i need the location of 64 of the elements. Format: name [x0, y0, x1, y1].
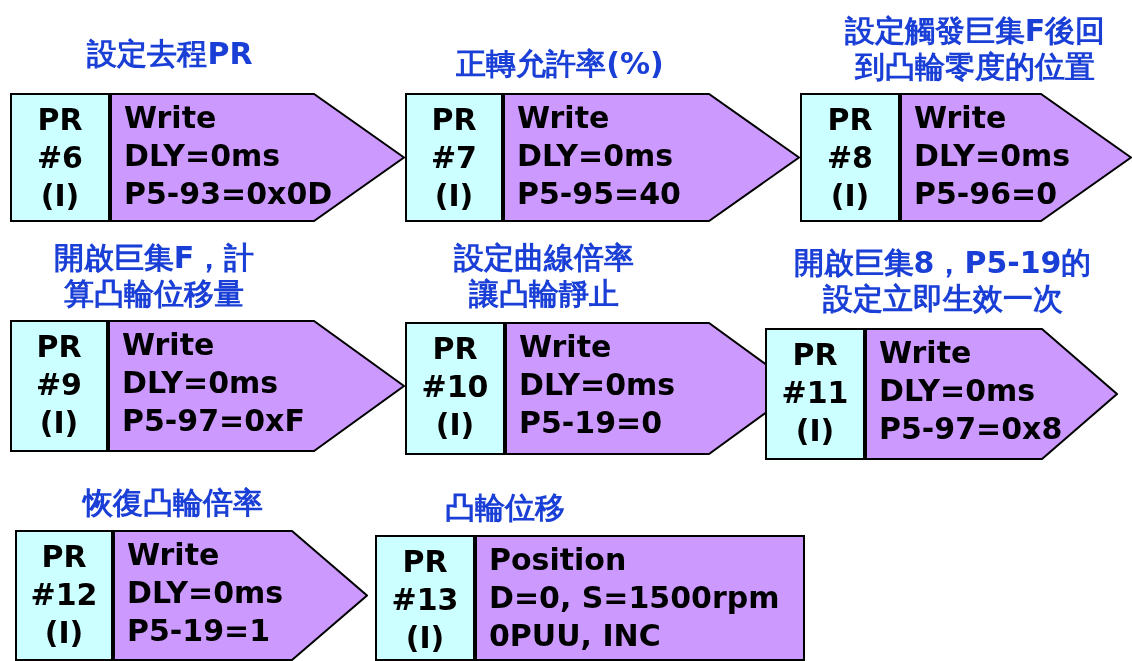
command-text: P5-96=0 [914, 175, 1058, 213]
command-text: DLY=0ms [914, 137, 1071, 175]
command-text: Write [127, 536, 220, 574]
step-number-text: PR [432, 330, 478, 368]
command-text: Write [519, 328, 612, 366]
command-text: Write [914, 99, 1007, 137]
command-text: DLY=0ms [879, 372, 1036, 410]
command-text: DLY=0ms [519, 366, 676, 404]
step-number-text: PR [37, 101, 83, 139]
step-number-box [405, 322, 505, 455]
step-number-box [375, 535, 475, 661]
step-number-box [800, 93, 900, 222]
command-text: P5-97=0x8 [879, 410, 1063, 448]
command-text: Write [879, 334, 972, 372]
command-text: P5-19=1 [127, 612, 271, 650]
command-text: 0PUU, INC [489, 617, 661, 655]
command-text: P5-93=0x0D [124, 175, 333, 213]
command-text: Position [489, 541, 627, 579]
step-heading: 設定去程PR [86, 36, 254, 72]
step-number-text: PR [402, 543, 448, 581]
command-text: P5-19=0 [519, 404, 663, 442]
step-number-text: (I) [435, 406, 475, 444]
step-number-text: (I) [39, 404, 79, 442]
step-number-box [405, 93, 503, 222]
step-number-text: (I) [830, 177, 870, 215]
step-number-text: (I) [434, 177, 474, 215]
step-number-box [15, 530, 113, 661]
step-heading: 恢復凸輪倍率 [80, 485, 264, 521]
step-number-text: #6 [37, 139, 83, 177]
step-heading: 開啟巨集8，P5-19的設定立即生效一次 [792, 245, 1093, 317]
step-number-text: (I) [40, 177, 80, 215]
command-text: Write [124, 99, 217, 137]
command-text: DLY=0ms [124, 137, 281, 175]
step-number-text: PR [36, 328, 82, 366]
step-number-text: #13 [391, 581, 459, 619]
step-heading: 設定曲線倍率讓凸輪靜止 [453, 240, 635, 312]
step-heading: 開啟巨集F，計算凸輪位移量 [52, 240, 256, 312]
step-number-text: (I) [44, 614, 84, 652]
command-text: DLY=0ms [127, 574, 284, 612]
step-number-text: PR [41, 538, 87, 576]
step-number-text: (I) [795, 412, 835, 450]
step-heading: 凸輪位移 [444, 490, 566, 526]
step-number-box [10, 93, 110, 222]
command-text: DLY=0ms [517, 137, 674, 175]
command-text: Write [122, 326, 215, 364]
command-text: Write [517, 99, 610, 137]
step-number-text: #10 [421, 368, 489, 406]
step-number-text: #9 [36, 366, 82, 404]
step-number-text: #7 [431, 139, 477, 177]
step-number-text: #8 [827, 139, 873, 177]
step-number-text: PR [792, 336, 838, 374]
step-number-text: #11 [781, 374, 849, 412]
step-number-box [10, 320, 108, 452]
step-heading: 正轉允許率(%) [455, 46, 665, 82]
command-text: DLY=0ms [122, 364, 279, 402]
step-number-text: #12 [30, 576, 98, 614]
step-number-text: PR [827, 101, 873, 139]
step-number-text: PR [431, 101, 477, 139]
command-text: P5-95=40 [517, 175, 681, 213]
command-text: P5-97=0xF [122, 402, 305, 440]
step-number-box [765, 328, 865, 460]
command-text: D=0, S=1500rpm [489, 579, 780, 617]
step-heading: 設定觸發巨集F後回到凸輪零度的位置 [843, 13, 1107, 85]
step-number-text: (I) [405, 619, 445, 657]
